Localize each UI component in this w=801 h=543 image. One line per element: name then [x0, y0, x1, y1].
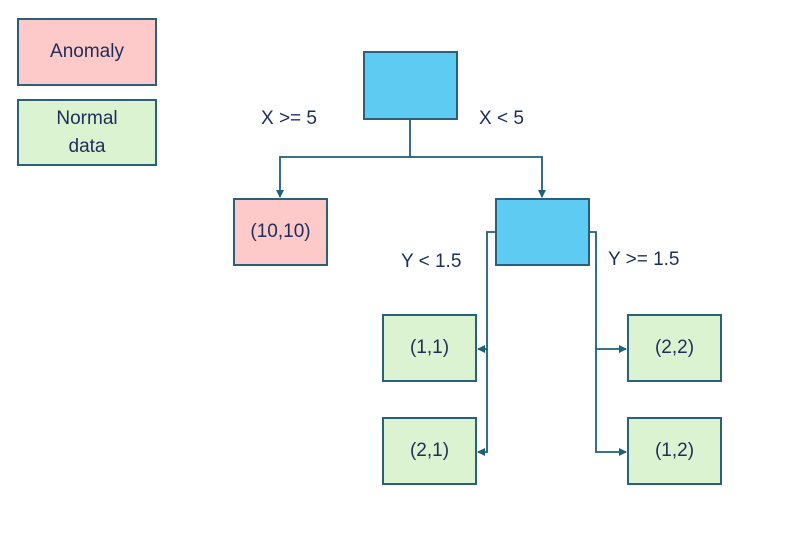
- edge-y-left-1: [477, 231, 497, 353]
- leaf-normal: (1,2): [627, 417, 722, 485]
- leaf-anomaly-label: (10,10): [250, 221, 311, 242]
- leaf-normal: (2,2): [627, 314, 722, 382]
- split-y-right-condition: Y >= 1.5: [608, 249, 680, 270]
- root-right-condition: X < 5: [479, 108, 524, 129]
- legend-normal-label-line2: data: [68, 135, 106, 157]
- leaf-label: (1,1): [409, 337, 450, 358]
- leaf-label: (1,2): [654, 440, 695, 461]
- split-y-node: [495, 198, 590, 266]
- root-left-condition: X >= 5: [261, 108, 317, 129]
- edge-y-left-2: [477, 349, 488, 456]
- split-y-left-condition: Y < 1.5: [401, 251, 462, 272]
- root-node: [363, 51, 458, 120]
- edge-root-left: [276, 156, 410, 198]
- legend-anomaly-label: Anomaly: [50, 41, 124, 62]
- edge-y-right-2: [595, 349, 627, 456]
- leaf-anomaly: (10,10): [233, 198, 328, 266]
- edge-y-right-1: [588, 231, 627, 353]
- legend-normal-box: Normal data: [17, 99, 157, 166]
- leaf-normal: (1,1): [382, 314, 477, 382]
- leaf-normal: (2,1): [382, 417, 477, 485]
- leaf-label: (2,2): [654, 337, 695, 358]
- legend-anomaly-box: Anomaly: [17, 18, 157, 86]
- legend-normal-label-line1: Normal: [56, 107, 118, 129]
- leaf-label: (2,1): [409, 440, 450, 461]
- edge-root-right: [410, 156, 546, 198]
